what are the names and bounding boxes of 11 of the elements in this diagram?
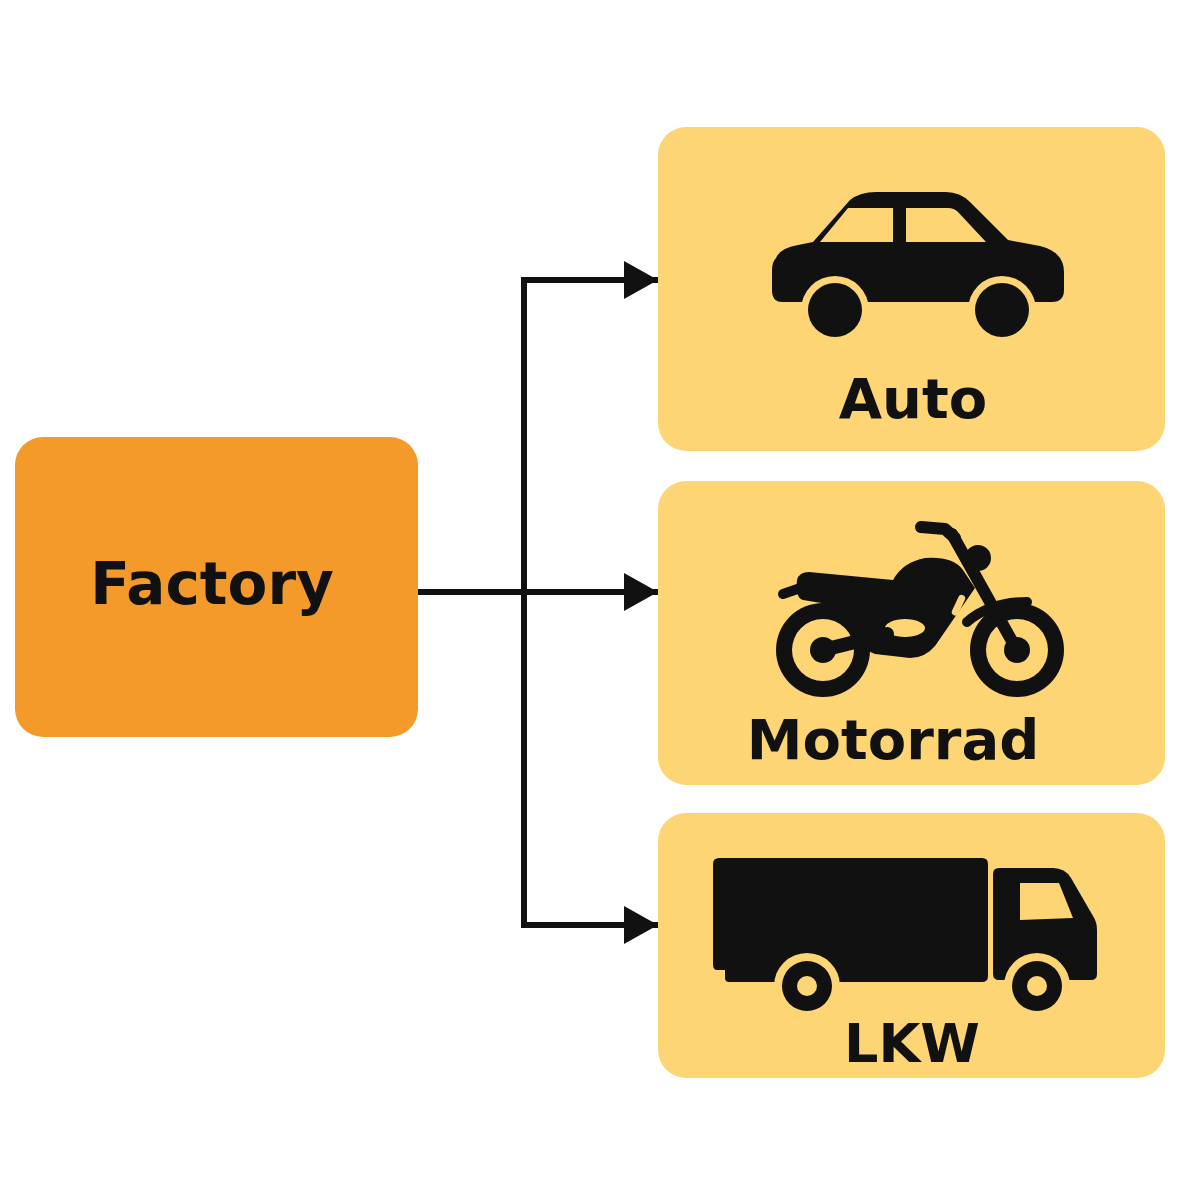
category-card	[658, 813, 1165, 1078]
process-box	[15, 437, 418, 737]
connector-arrow	[521, 592, 658, 944]
category-card	[658, 481, 1165, 785]
category-card	[658, 127, 1165, 451]
node-label: Motorrad	[746, 707, 1040, 773]
connector-arrow	[524, 573, 658, 611]
node-label: LKW	[844, 1012, 980, 1076]
node-label: Auto	[838, 366, 988, 432]
connector-arrow	[521, 261, 658, 592]
node-label: Factory	[90, 550, 334, 618]
